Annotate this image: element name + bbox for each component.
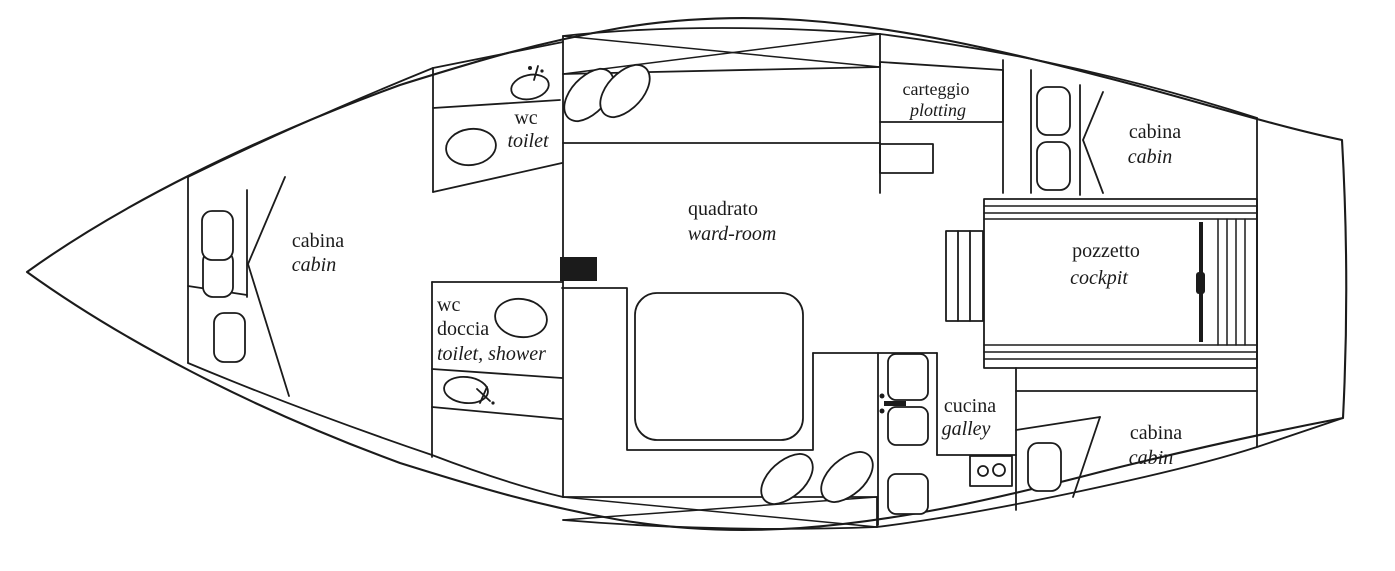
fore-cabin: cabina cabin bbox=[187, 176, 344, 397]
toilet-icon bbox=[445, 127, 497, 167]
label-galley-it: cucina bbox=[944, 395, 996, 417]
deck-line-stern-bottom bbox=[876, 417, 1344, 528]
aft-cabin-top-door bbox=[1082, 91, 1104, 194]
mast-icon bbox=[560, 257, 597, 281]
wc-bottom-edge bbox=[432, 162, 563, 193]
label-wardroom-en: ward-room bbox=[688, 223, 777, 245]
label-aft-cabin-top-en: cabin bbox=[1128, 146, 1172, 168]
wc-doccia-room: wc doccia toilet, shower bbox=[431, 281, 563, 458]
galley-locker bbox=[887, 473, 929, 515]
stern-berth-bottom bbox=[562, 519, 878, 530]
faucet-dot bbox=[879, 393, 885, 399]
stern-berth-cross-1 bbox=[562, 496, 878, 528]
label-doccia-it2: doccia bbox=[437, 318, 489, 340]
aft-cabin-top: cabina cabin bbox=[1002, 59, 1181, 196]
deck-line-bow-top bbox=[187, 67, 434, 178]
label-wardroom-it: quadrato bbox=[688, 198, 758, 220]
settee-cushion-icon bbox=[760, 452, 814, 506]
label-doccia-en: toilet, shower bbox=[437, 343, 546, 365]
tiller-grip bbox=[1196, 272, 1205, 294]
deck-line-bow-bottom bbox=[187, 362, 433, 456]
label-aft-cabin-bottom-it: cabina bbox=[1130, 422, 1182, 444]
faucet-dot bbox=[528, 66, 532, 70]
pilot-berth-bottom bbox=[562, 66, 881, 75]
wc-divider-line bbox=[432, 99, 561, 109]
toilet-icon bbox=[494, 297, 548, 339]
aft-cabin-bottom: cabina cabin bbox=[1015, 367, 1258, 511]
carteggio-room: carteggio plotting bbox=[879, 61, 1004, 194]
cockpit-rim-bottom bbox=[983, 344, 1258, 360]
faucet-icon bbox=[533, 65, 539, 81]
hull bbox=[25, 17, 1348, 531]
stove-icon bbox=[969, 455, 1013, 487]
wc-fore-room: wc toilet bbox=[432, 41, 564, 193]
aft-cabin-bottom-door bbox=[1072, 416, 1101, 498]
label-doccia-it1: wc bbox=[437, 294, 460, 316]
berth-cushion bbox=[1036, 86, 1071, 136]
label-galley-en: galley bbox=[942, 418, 991, 440]
doccia-divider-1 bbox=[431, 368, 563, 379]
stove-burner bbox=[977, 465, 989, 477]
sink-icon bbox=[510, 73, 550, 101]
label-fore-cabin-en: cabin bbox=[292, 254, 336, 276]
cockpit: pozzetto cockpit bbox=[983, 198, 1258, 369]
stove-burner bbox=[992, 463, 1006, 477]
pilot-berth-cross-2 bbox=[562, 33, 881, 75]
chart-table bbox=[879, 143, 934, 174]
galley-sink bbox=[887, 406, 929, 446]
label-fore-cabin-it: cabina bbox=[292, 230, 344, 252]
dinette-table bbox=[634, 292, 804, 441]
label-cockpit-it: pozzetto bbox=[1072, 240, 1140, 262]
label-wc-fore-it: wc bbox=[514, 107, 537, 129]
settee-cushion-icon bbox=[599, 63, 651, 119]
fore-cabin-door-divider bbox=[247, 176, 290, 397]
sink-icon bbox=[443, 375, 489, 405]
deck-line-mid-bottom bbox=[431, 454, 564, 498]
stern-grating-lines bbox=[1217, 218, 1246, 346]
doccia-divider-2 bbox=[431, 406, 563, 420]
label-cockpit-en: cockpit bbox=[1070, 267, 1128, 289]
berth-cushion bbox=[1027, 442, 1062, 492]
faucet-dot bbox=[540, 69, 544, 73]
label-aft-cabin-bottom-en: cabin bbox=[1129, 447, 1173, 469]
faucet-dot bbox=[491, 401, 495, 405]
companionway-steps bbox=[945, 230, 984, 322]
cockpit-outline bbox=[983, 198, 1258, 369]
pilot-berth-cross-1 bbox=[562, 35, 881, 68]
vberth-cushion-top bbox=[201, 210, 234, 261]
faucet-icon bbox=[476, 386, 491, 404]
label-aft-cabin-top-it: cabina bbox=[1129, 121, 1181, 143]
pilot-berth-top bbox=[562, 27, 881, 37]
label-carteggio-en: plotting bbox=[908, 100, 966, 120]
label-wc-fore-en: toilet bbox=[507, 130, 549, 152]
stern-berth-cross-2 bbox=[562, 496, 878, 521]
vberth-cushion-bottom bbox=[213, 312, 246, 363]
cockpit-rim-top bbox=[983, 205, 1258, 220]
wc-top-edge bbox=[432, 41, 564, 69]
companionway bbox=[945, 230, 984, 322]
berth-cushion bbox=[1036, 141, 1071, 191]
hull-outline bbox=[25, 17, 1348, 531]
galley-sink bbox=[887, 353, 929, 401]
galley: cucina galley bbox=[877, 352, 1017, 526]
aft-cabin-bottom-berth-edge bbox=[1015, 416, 1101, 431]
deck-line-stern-top bbox=[879, 33, 1258, 119]
label-carteggio-it: carteggio bbox=[903, 79, 970, 99]
faucet-dot bbox=[879, 408, 885, 414]
faucet-icon bbox=[884, 401, 906, 406]
settee-cushion-icon bbox=[820, 450, 874, 504]
dinette-bench bbox=[561, 287, 814, 451]
